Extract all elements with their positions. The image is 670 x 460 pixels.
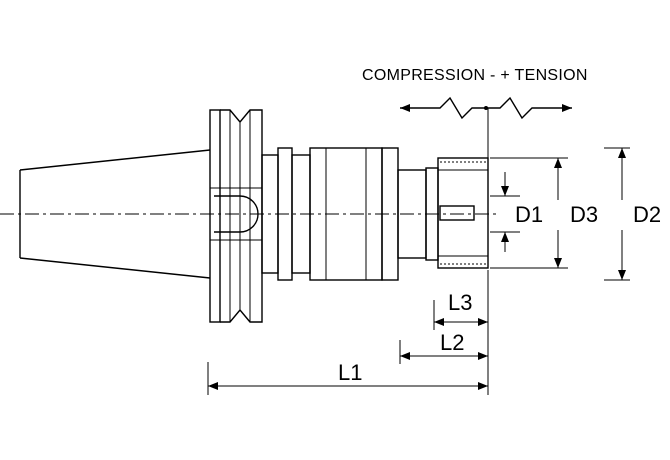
tension-caption: COMPRESSION - + TENSION bbox=[362, 67, 588, 84]
taper-shank bbox=[19, 149, 211, 279]
l2-dimension bbox=[399, 340, 488, 364]
l3-label: L3 bbox=[448, 290, 472, 315]
d3-dimension bbox=[490, 157, 568, 269]
collet-nut bbox=[437, 157, 489, 269]
drive-key bbox=[214, 195, 259, 233]
d3-label: D3 bbox=[570, 202, 598, 227]
l3-dimension bbox=[433, 270, 489, 395]
left-arrow-icon bbox=[400, 104, 410, 112]
right-arrow-icon bbox=[562, 104, 572, 112]
l2-label: L2 bbox=[440, 330, 464, 355]
compression-tension-indicator bbox=[400, 96, 572, 158]
flange bbox=[209, 109, 263, 323]
d2-label: D2 bbox=[633, 202, 661, 227]
d2-dimension bbox=[604, 147, 630, 281]
d1-dimension bbox=[490, 172, 520, 252]
l1-dimension bbox=[207, 362, 488, 395]
d1-label: D1 bbox=[515, 202, 543, 227]
l1-label: L1 bbox=[338, 360, 362, 385]
